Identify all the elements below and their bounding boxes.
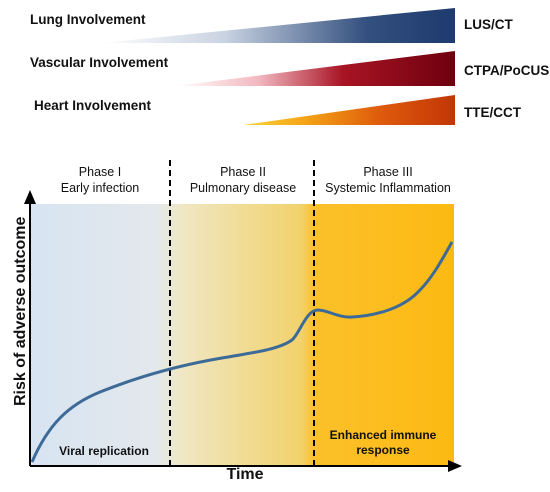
phase-2-subtitle: Pulmonary disease [189,181,297,195]
lung-involvement-wedge [100,8,455,43]
phase-3-title: Phase III [363,165,413,179]
x-axis-title: Time [226,466,264,483]
phase-3-heading: Phase III Systemic Inflammation [314,164,462,196]
viral-replication-label: Viral replication [59,444,149,458]
vascular-involvement-label: Vascular Involvement [30,55,169,70]
vascular-involvement-wedge [175,51,455,86]
phase-2-heading: Phase II Pulmonary disease [176,164,310,196]
immune-response-line-1: Enhanced immune [329,428,437,442]
risk-curve [30,241,454,463]
y-axis-title: Risk of adverse outcome [12,216,29,406]
heart-involvement-wedge [243,95,455,125]
lung-involvement-label: Lung Involvement [30,12,146,27]
immune-response-line-2: response [356,443,410,457]
phase-3-subtitle: Systemic Inflammation [325,181,451,195]
phase-2-title: Phase II [220,165,266,179]
y-axis-arrow [24,190,36,204]
phase-1-heading: Phase I Early infection [40,164,160,196]
heart-method-label: TTE/CCT [464,105,521,120]
lung-method-label: LUS/CT [464,17,513,32]
heart-involvement-label: Heart Involvement [34,98,152,113]
x-axis-arrow [448,460,462,472]
vascular-method-label: CTPA/PoCUS [464,63,550,78]
immune-response-label: Enhanced immune response [318,428,448,458]
phase-1-title: Phase I [78,165,122,179]
phase-background [30,204,454,466]
phase-1-subtitle: Early infection [60,181,140,195]
